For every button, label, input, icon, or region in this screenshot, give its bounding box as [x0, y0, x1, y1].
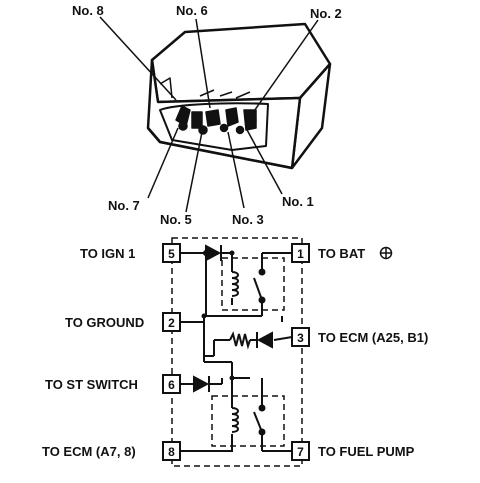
diode-icon [193, 375, 210, 393]
callout-lines [99, 16, 319, 213]
callout-no6: No. 6 [176, 3, 208, 18]
terminal-3-number: 3 [297, 331, 304, 345]
diode-icon [256, 331, 273, 349]
label-to-ground: TO GROUND [65, 315, 144, 330]
callout-line-no6 [195, 18, 211, 109]
callout-no3: No. 3 [232, 212, 264, 227]
callout-no2: No. 2 [310, 6, 342, 21]
upper-relay-box [221, 257, 285, 311]
terminal-7-number: 7 [297, 445, 304, 459]
terminal-2-number: 2 [168, 316, 175, 330]
label-to-ecm-a7-8: TO ECM (A7, 8) [42, 444, 136, 459]
resistor-icon [229, 331, 251, 350]
callout-line-no8 [99, 16, 177, 101]
callout-line-no2 [251, 19, 319, 115]
callout-no8: No. 8 [72, 3, 104, 18]
label-to-bat: TO BAT [318, 246, 365, 261]
callout-no7: No. 7 [108, 198, 140, 213]
relay-housing-illustration [146, 22, 332, 170]
terminal-5-number: 5 [168, 247, 175, 261]
relay-coil-icon [231, 407, 239, 433]
terminal-8-number: 8 [168, 445, 175, 459]
callout-no5: No. 5 [160, 212, 192, 227]
schematic-dashed-frame [171, 237, 303, 467]
terminal-1-number: 1 [297, 247, 304, 261]
callout-line-no7 [147, 127, 179, 199]
callout-line-no3 [227, 131, 245, 209]
callout-line-no1 [245, 127, 283, 195]
lower-relay-box [211, 395, 285, 447]
callout-no1: No. 1 [282, 194, 314, 209]
relay-coil-icon [231, 271, 239, 297]
junction-dots [201, 250, 235, 381]
label-to-ecm-a25-b1: TO ECM (A25, B1) [318, 330, 428, 345]
label-to-fuel-pump: TO FUEL PUMP [318, 444, 415, 459]
relay-switch-icon [253, 268, 266, 304]
terminal-6-number: 6 [168, 378, 175, 392]
plus-in-circle-icon [379, 246, 393, 260]
label-to-st-switch: TO ST SWITCH [45, 377, 138, 392]
label-to-ign1: TO IGN 1 [80, 246, 135, 261]
relay-switch-icon [253, 404, 266, 436]
callout-line-no5 [185, 131, 203, 213]
